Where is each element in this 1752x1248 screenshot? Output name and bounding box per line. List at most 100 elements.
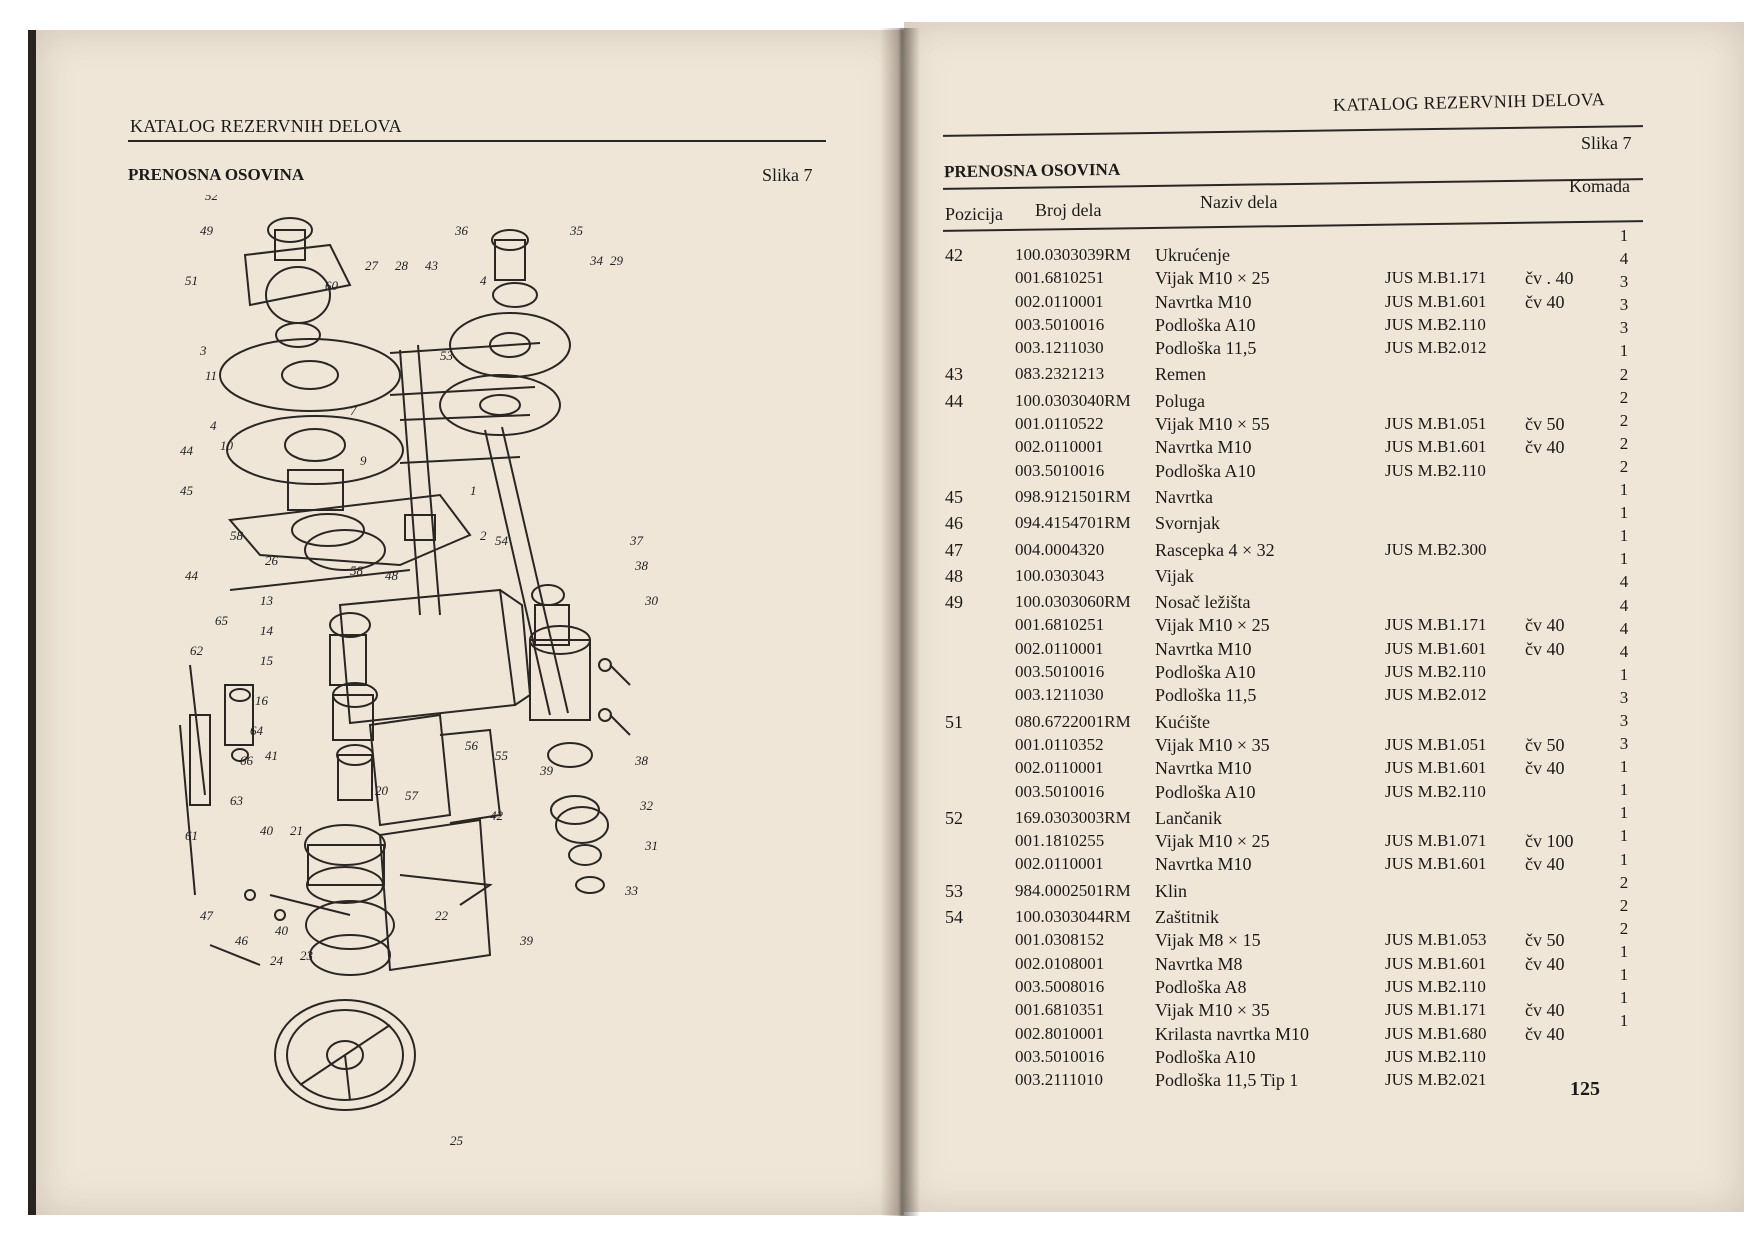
part-name-cell: Ukrućenje xyxy=(1155,245,1230,265)
diagram-callout: 38 xyxy=(634,558,649,573)
part-name-cell: Podloška 11,5 Tip 1 xyxy=(1155,1070,1299,1091)
part-number-cell: 001.1810255 xyxy=(1015,831,1105,851)
diagram-callout: 47 xyxy=(200,908,214,923)
diagram-callout: 25 xyxy=(450,1133,464,1148)
part-number-cell: 169.0303003RM xyxy=(1015,807,1131,827)
diagram-callout: 63 xyxy=(230,793,244,808)
quantity-cell: 2 xyxy=(1619,364,1629,384)
part-name-cell: Podloška A8 xyxy=(1155,976,1247,997)
diagram-callout: 26 xyxy=(265,553,279,568)
diagram-callout: 29 xyxy=(610,253,624,268)
part-number-cell: 001.6810251 xyxy=(1015,268,1105,288)
part-number-cell: 100.0303040RM xyxy=(1015,390,1131,410)
left-header: KATALOG REZERVNIH DELOVA xyxy=(130,116,402,136)
part-name-cell: Vijak M10 × 35 xyxy=(1155,1000,1270,1021)
grade-cell: čv 50 xyxy=(1525,734,1565,755)
diagram-callout: 31 xyxy=(644,838,658,853)
part-number-cell: 003.5010016 xyxy=(1015,781,1105,801)
left-header-rule xyxy=(128,140,826,142)
quantity-cell: 1 xyxy=(1619,941,1629,961)
part-name-cell: Vijak xyxy=(1155,565,1194,586)
standard-cell: JUS M.B2.012 xyxy=(1385,685,1487,705)
part-number-cell: 001.6810351 xyxy=(1015,1000,1105,1020)
standard-cell: JUS M.B1.051 xyxy=(1385,414,1487,434)
diagram-callout: 24 xyxy=(270,953,284,968)
quantity-cell: 4 xyxy=(1619,595,1629,615)
part-number-cell: 100.0303044RM xyxy=(1015,907,1131,927)
left-figure-label: Slika 7 xyxy=(762,165,813,185)
quantity-cell: 1 xyxy=(1619,503,1629,523)
quantity-cell: 3 xyxy=(1619,295,1629,315)
part-name-cell: Podloška A10 xyxy=(1155,314,1256,335)
diagram-callout: 15 xyxy=(260,653,274,668)
standard-cell: JUS M.B2.110 xyxy=(1385,781,1486,801)
part-number-cell: 001.6810251 xyxy=(1015,615,1105,635)
part-number-cell: 003.5010016 xyxy=(1015,314,1105,334)
diagram-callout: 11 xyxy=(205,368,217,383)
part-name-cell: Vijak M10 × 55 xyxy=(1155,414,1270,435)
diagram-callout: 27 xyxy=(365,258,379,273)
position-cell: 48 xyxy=(945,565,963,586)
quantity-cell: 4 xyxy=(1619,249,1629,269)
left-section-title: PRENOSNA OSOVINA xyxy=(128,165,305,184)
quantity-cell: 1 xyxy=(1619,549,1629,569)
diagram-callout: 53 xyxy=(440,348,454,363)
diagram-callout: 14 xyxy=(260,623,274,638)
diagram-callout: 44 xyxy=(180,443,194,458)
standard-cell: JUS M.B1.601 xyxy=(1385,638,1487,658)
part-number-cell: 002.0110001 xyxy=(1015,758,1104,778)
grade-cell: čv 40 xyxy=(1525,291,1565,312)
quantity-cell: 2 xyxy=(1619,410,1629,430)
diagram-callout: 43 xyxy=(425,258,439,273)
diagram-callout: 10 xyxy=(220,438,234,453)
standard-cell: JUS M.B2.012 xyxy=(1385,338,1487,358)
part-number-cell: 003.5010016 xyxy=(1015,662,1105,682)
diagram-callout: 46 xyxy=(235,933,249,948)
diagram-callout: 55 xyxy=(495,748,509,763)
standard-cell: JUS M.B1.601 xyxy=(1385,953,1487,973)
diagram-callout: 33 xyxy=(624,883,639,898)
part-number-cell: 094.4154701RM xyxy=(1015,513,1131,533)
part-name-cell: Vijak M10 × 25 xyxy=(1155,831,1270,852)
grade-cell: čv 40 xyxy=(1525,1023,1565,1044)
grade-cell: čv 40 xyxy=(1525,758,1565,779)
diagram-callout: 32 xyxy=(639,798,654,813)
quantity-cell: 3 xyxy=(1619,318,1629,338)
quantity-cell: 1 xyxy=(1619,757,1629,777)
quantity-cell: 1 xyxy=(1619,965,1629,984)
standard-cell: JUS M.B1.171 xyxy=(1385,1000,1487,1020)
part-number-cell: 002.8010001 xyxy=(1015,1023,1105,1043)
diagram-callout: 57 xyxy=(405,788,419,803)
standard-cell: JUS M.B1.171 xyxy=(1385,268,1487,288)
grade-cell: čv 50 xyxy=(1525,930,1565,951)
part-number-cell: 002.0108001 xyxy=(1015,953,1105,973)
quantity-cell: 3 xyxy=(1619,687,1629,707)
part-name-cell: Nosač ležišta xyxy=(1155,592,1251,613)
diagram-callout: 62 xyxy=(190,643,204,658)
quantity-cell: 3 xyxy=(1619,272,1629,292)
quantity-cell: 4 xyxy=(1619,618,1629,638)
diagram-callout: 4 xyxy=(210,418,217,433)
standard-cell: JUS M.B1.601 xyxy=(1385,437,1487,457)
diagram-callout: 7 xyxy=(350,403,357,418)
part-name-cell: Navrtka M8 xyxy=(1155,953,1243,974)
part-name-cell: Podloška A10 xyxy=(1155,781,1256,802)
part-number-cell: 003.2111010 xyxy=(1015,1070,1103,1090)
standard-cell: JUS M.B1.601 xyxy=(1385,854,1487,874)
grade-cell: čv 40 xyxy=(1525,437,1565,458)
diagram-callout: 34 xyxy=(589,253,604,268)
diagram-callout: 52 xyxy=(205,195,219,203)
standard-cell: JUS M.B2.110 xyxy=(1385,314,1486,334)
part-name-cell: Podloška 11,5 xyxy=(1155,685,1257,706)
grade-cell: čv 40 xyxy=(1525,953,1565,974)
diagram-callout: 3 xyxy=(199,343,207,358)
part-name-cell: Navrtka M10 xyxy=(1155,758,1252,779)
standard-cell: JUS M.B2.110 xyxy=(1385,976,1486,996)
part-name-cell: Podloška A10 xyxy=(1155,1046,1256,1067)
part-number-cell: 003.5008016 xyxy=(1015,976,1105,996)
diagram-callout: 44 xyxy=(185,568,199,583)
part-name-cell: Poluga xyxy=(1155,390,1206,411)
diagram-callout: 66 xyxy=(240,753,254,768)
diagram-callout: 64 xyxy=(250,723,264,738)
